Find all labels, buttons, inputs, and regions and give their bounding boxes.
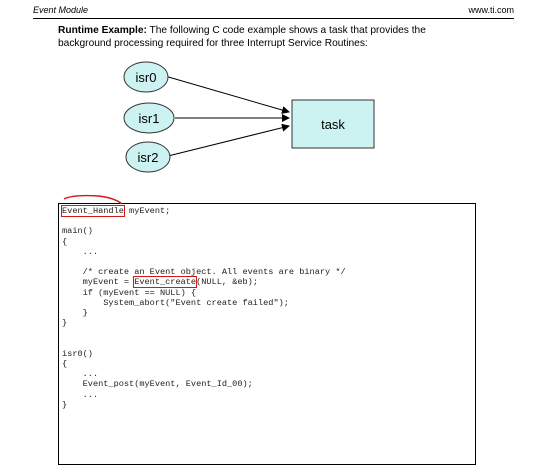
isr-task-diagram: isr0 isr1 isr2 task bbox=[123, 61, 375, 173]
highlight-event-handle: Event_Handle bbox=[61, 205, 125, 217]
code-line-4: { bbox=[62, 236, 68, 247]
intro-text: The following C code example shows a tas… bbox=[58, 25, 426, 49]
header-module-name: Event Module bbox=[33, 5, 89, 15]
node-isr1-label: isr1 bbox=[139, 111, 160, 126]
code-line-11: } bbox=[62, 308, 88, 319]
node-isr0-label: isr0 bbox=[136, 70, 157, 85]
highlight-event-create: Event_create bbox=[133, 276, 198, 289]
header-site-link[interactable]: www.ti.com bbox=[468, 5, 514, 15]
code-line-18: Event_post(myEvent, Event_Id_00); bbox=[62, 379, 253, 390]
node-task-label: task bbox=[321, 117, 345, 132]
node-isr2 bbox=[125, 141, 171, 173]
code-listing: Event_Handle myEvent; main() { ... /* cr… bbox=[61, 205, 346, 410]
code-line-5: ... bbox=[62, 246, 99, 257]
node-isr2-label: isr2 bbox=[138, 150, 159, 165]
intro-paragraph: Runtime Example: The following C code ex… bbox=[58, 24, 478, 50]
code-line-3: main() bbox=[62, 226, 93, 237]
arrow-isr2-task bbox=[167, 123, 290, 157]
code-listing-box: Event_Handle myEvent; main() { ... /* cr… bbox=[58, 203, 476, 465]
header-rule bbox=[33, 18, 514, 19]
code-line-16: { bbox=[62, 359, 68, 370]
code-line-7: /* create an Event object. All events ar… bbox=[62, 267, 346, 278]
code-line-1: myEvent; bbox=[123, 206, 171, 216]
node-isr0 bbox=[123, 61, 169, 93]
code-line-9: if (myEvent == NULL) { bbox=[62, 287, 197, 298]
code-line-8c: (NULL, &eb); bbox=[196, 277, 258, 288]
code-line-20: } bbox=[62, 399, 68, 410]
code-line-15: isr0() bbox=[62, 348, 93, 359]
arrow-isr0-task bbox=[164, 75, 290, 114]
code-line-10: System_abort("Event create failed"); bbox=[62, 297, 289, 308]
code-line-12: } bbox=[62, 318, 68, 329]
code-line-8a: myEvent = bbox=[62, 277, 135, 288]
code-line-19: ... bbox=[62, 389, 99, 400]
intro-lead: Runtime Example: bbox=[58, 25, 147, 36]
code-line-17: ... bbox=[62, 369, 99, 380]
node-isr1 bbox=[123, 102, 175, 134]
node-task bbox=[291, 99, 375, 149]
